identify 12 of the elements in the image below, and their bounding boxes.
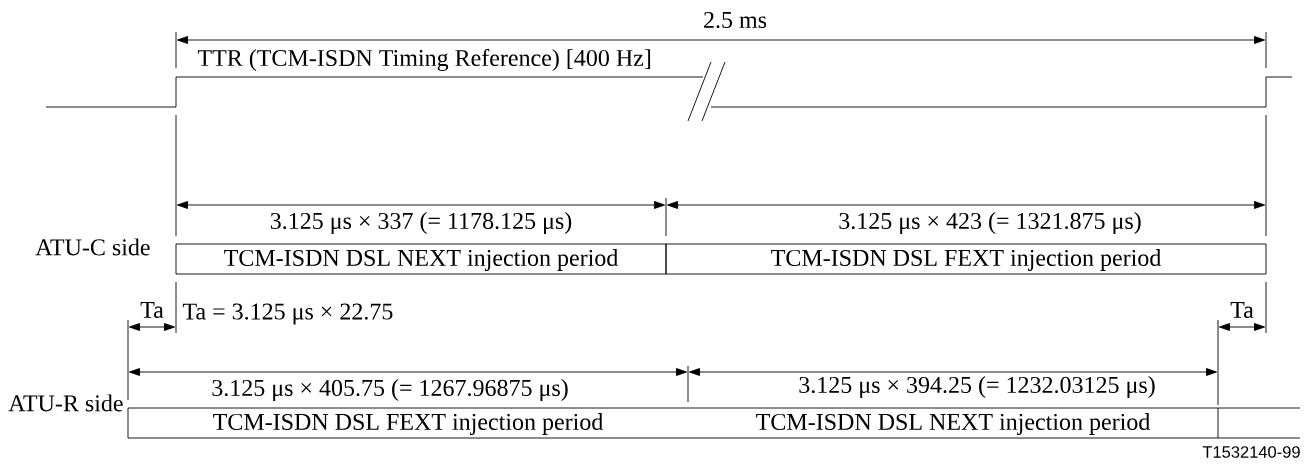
formula-text: Ta = 3.125 μs × 22.75 (182, 303, 393, 325)
period-box: TCM-ISDN DSL NEXT injection period (175, 243, 667, 275)
dimension-label: Ta (140, 302, 164, 318)
dimension-label: Ta (1230, 302, 1254, 318)
signal-label: TTR (TCM-ISDN Timing Reference) [400 Hz] (197, 48, 651, 72)
dimension-label: 2.5 ms (704, 11, 767, 29)
figure-id: T1532140-99 (1202, 446, 1300, 458)
side-label: ATU-C side (35, 238, 150, 256)
period-box: TCM-ISDN DSL FEXT injection period (665, 243, 1267, 275)
period-box: TCM-ISDN DSL FEXT injection period (127, 407, 689, 439)
side-label: ATU-R side (8, 394, 123, 412)
period-box: TCM-ISDN DSL NEXT injection period (687, 407, 1219, 439)
